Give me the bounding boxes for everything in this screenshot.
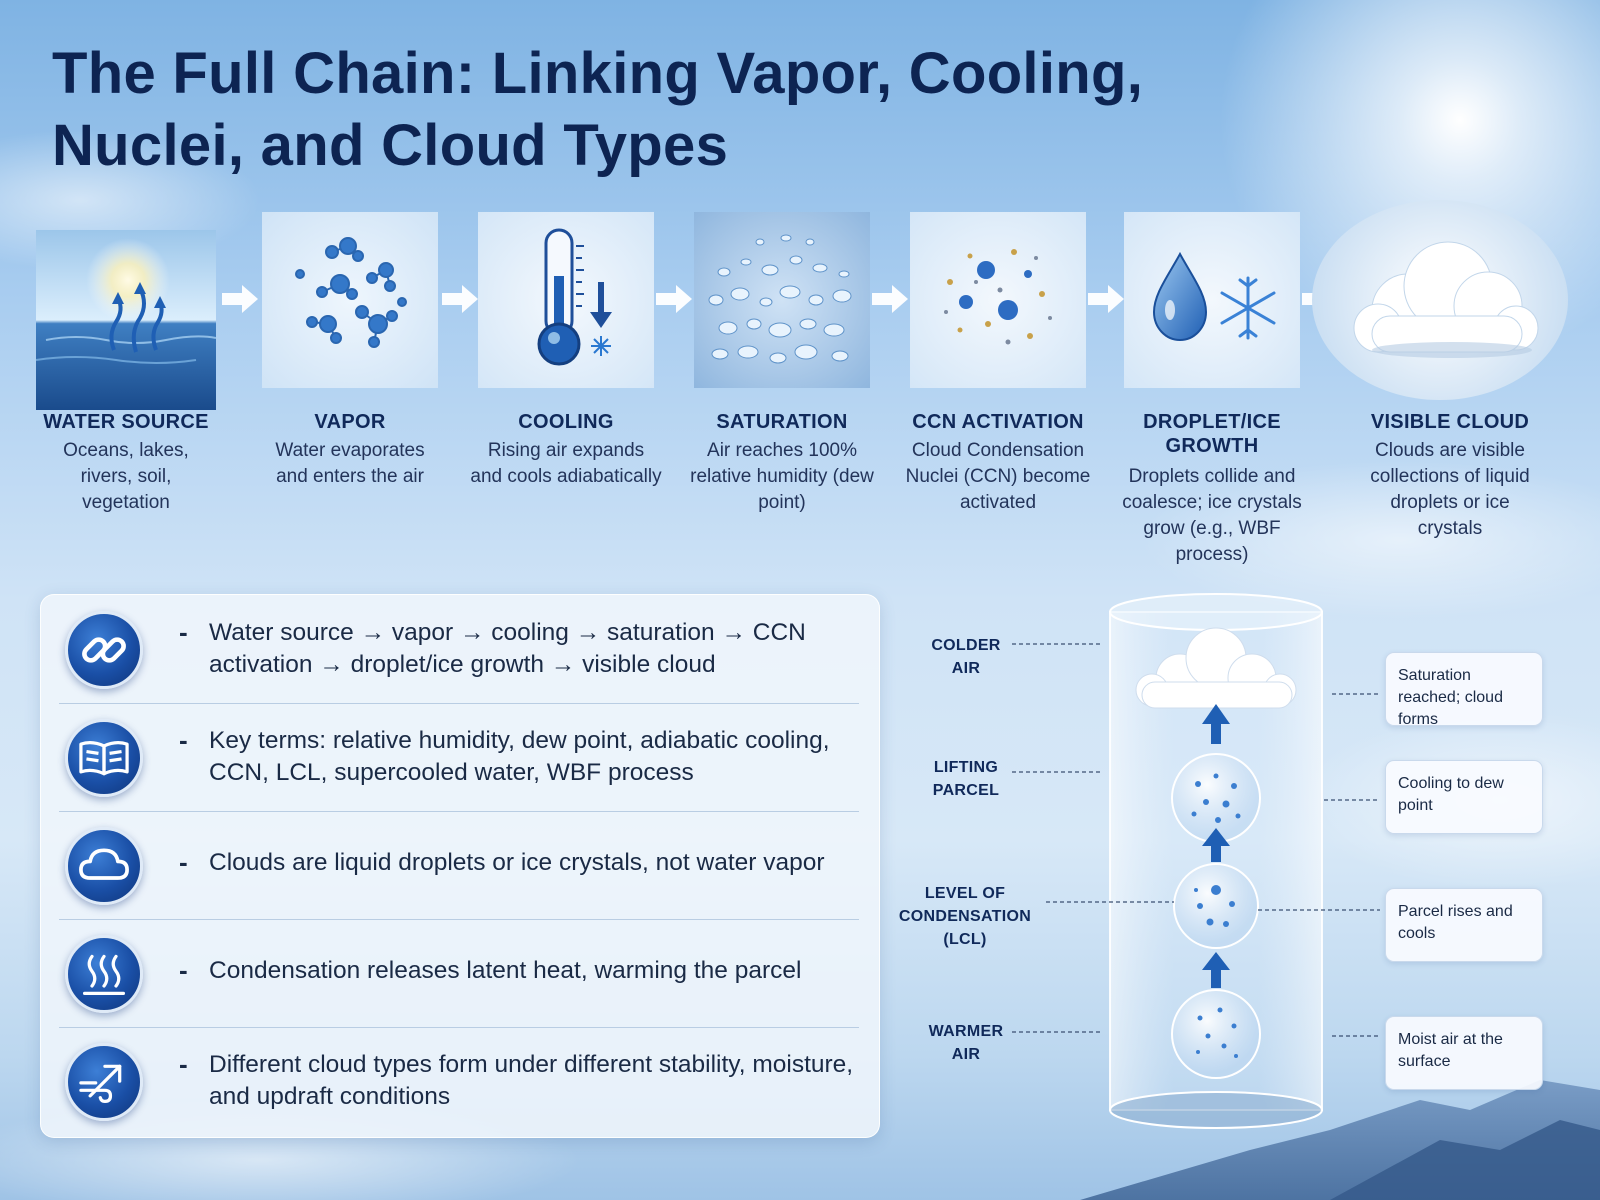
- droplet-snowflake-icon: [1124, 212, 1300, 388]
- bullet-dash: -: [179, 1049, 188, 1079]
- summary-text: Key terms: relative humidity, dew point,…: [209, 727, 830, 786]
- stage-description-box: Saturation reached; cloud forms: [1385, 652, 1543, 728]
- step-description: Rising air expands and cools adiabatical…: [470, 440, 662, 487]
- step-label: COOLING: [518, 411, 614, 433]
- nuclei-particles-icon: [910, 212, 1086, 388]
- step-description: Droplets collide and coalesce; ice cryst…: [1122, 466, 1302, 565]
- droplets-surface-icon: [694, 212, 870, 388]
- stage-description-box: Moist air at the surface: [1385, 1016, 1543, 1090]
- bullet-dash: -: [179, 617, 188, 647]
- summary-text: Condensation releases latent heat, warmi…: [209, 957, 802, 984]
- arrow-right-icon: [656, 285, 692, 313]
- arrow-right-icon: [872, 285, 908, 313]
- summary-text: Different cloud types form under differe…: [209, 1051, 854, 1110]
- divider: [59, 811, 859, 812]
- arrow-up-icon: [1202, 704, 1230, 988]
- thermometer-icon: [478, 212, 654, 388]
- air-column-graphic: [1012, 593, 1380, 1129]
- column-label: WARMER AIR: [928, 1023, 1004, 1063]
- column-label: LEVEL OF CONDENSATION (LCL): [898, 885, 1032, 948]
- step-label: CCN ACTIVATION: [912, 411, 1084, 433]
- divider: [59, 1027, 859, 1028]
- bullet-dash: -: [179, 847, 188, 877]
- list-item: - Key terms: relative humidity, dew poin…: [41, 703, 881, 811]
- list-item: - Different cloud types form under diffe…: [41, 1027, 881, 1135]
- summary-panel: - Water source → vapor → cooling → satur…: [40, 594, 880, 1138]
- list-item: - Condensation releases latent heat, war…: [41, 919, 881, 1027]
- step-description: Water evaporates and enters the air: [275, 440, 425, 487]
- column-label: LIFTING PARCEL: [932, 759, 1000, 799]
- divider: [59, 919, 859, 920]
- step-description: Cloud Condensation Nuclei (CCN) become a…: [905, 440, 1091, 513]
- stage-description-box: Cooling to dew point: [1385, 760, 1543, 834]
- leader-lines: [1012, 643, 1380, 1037]
- cloud-outline-icon: [65, 827, 143, 905]
- parcel-bubble: [1171, 753, 1261, 1079]
- step-label: VISIBLE CLOUD: [1370, 411, 1530, 433]
- arrow-right-icon: [222, 285, 258, 313]
- water-molecules-icon: [262, 212, 438, 388]
- step-description: Clouds are visible collections of liquid…: [1370, 440, 1530, 539]
- page-title: The Full Chain: Linking Vapor, Cooling, …: [52, 41, 1144, 178]
- step-description: Air reaches 100% relative humidity (dew …: [690, 440, 874, 513]
- wind-arrow-icon: [65, 1043, 143, 1121]
- step-description: Oceans, lakes, rivers, soil, vegetation: [63, 440, 189, 513]
- list-item: - Water source → vapor → cooling → satur…: [41, 595, 881, 703]
- summary-text: Clouds are liquid droplets or ice crysta…: [209, 849, 825, 876]
- ocean-evaporation-icon: [35, 230, 217, 410]
- step-label: DROPLET/ICE GROWTH: [1143, 411, 1281, 457]
- column-label: COLDER AIR: [931, 637, 1001, 677]
- cloud-icon: [1312, 200, 1568, 400]
- heat-waves-icon: [65, 935, 143, 1013]
- bullet-dash: -: [179, 955, 188, 985]
- cloud-icon: [1135, 627, 1297, 709]
- summary-text: Water source → vapor → cooling → saturat…: [209, 619, 806, 678]
- bullet-dash: -: [179, 725, 188, 755]
- chain-link-icon: [65, 611, 143, 689]
- step-label: WATER SOURCE: [43, 411, 209, 433]
- step-label: VAPOR: [314, 411, 386, 433]
- arrow-right-icon: [442, 285, 478, 313]
- arrow-right-icon: [1088, 285, 1124, 313]
- divider: [59, 703, 859, 704]
- step-label: SATURATION: [716, 411, 848, 433]
- stage-description-box: Parcel rises and cools: [1385, 888, 1543, 962]
- droplet-dots: [1191, 773, 1241, 1058]
- open-book-icon: [65, 719, 143, 797]
- rising-parcel-diagram: COLDER AIR LIFTING PARCEL LEVEL OF CONDE…: [880, 590, 1600, 1150]
- process-steps: WATER SOURCE Oceans, lakes, rivers, soil…: [35, 200, 1568, 565]
- list-item: - Clouds are liquid droplets or ice crys…: [41, 811, 881, 919]
